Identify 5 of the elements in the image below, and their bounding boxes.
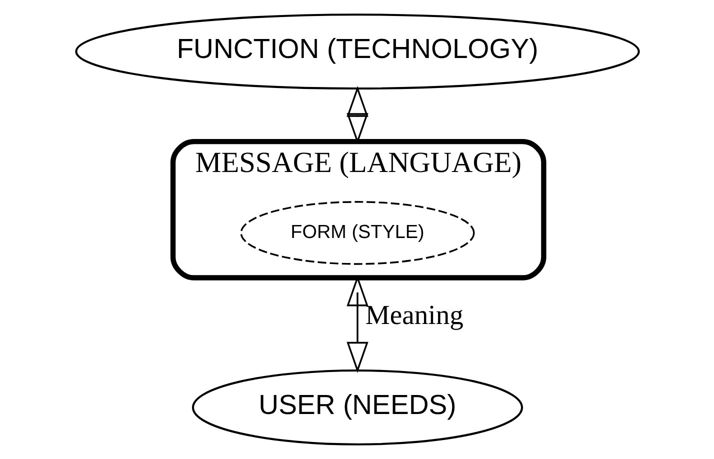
arrow [346, 275, 368, 373]
node-ellipse: FUNCTION (TECHNOLOGY) [74, 14, 640, 90]
edge-label: Meaning [364, 298, 463, 330]
node-ellipse: USER (NEEDS) [191, 369, 523, 446]
node-ellipse: FORM (STYLE) [240, 201, 474, 265]
